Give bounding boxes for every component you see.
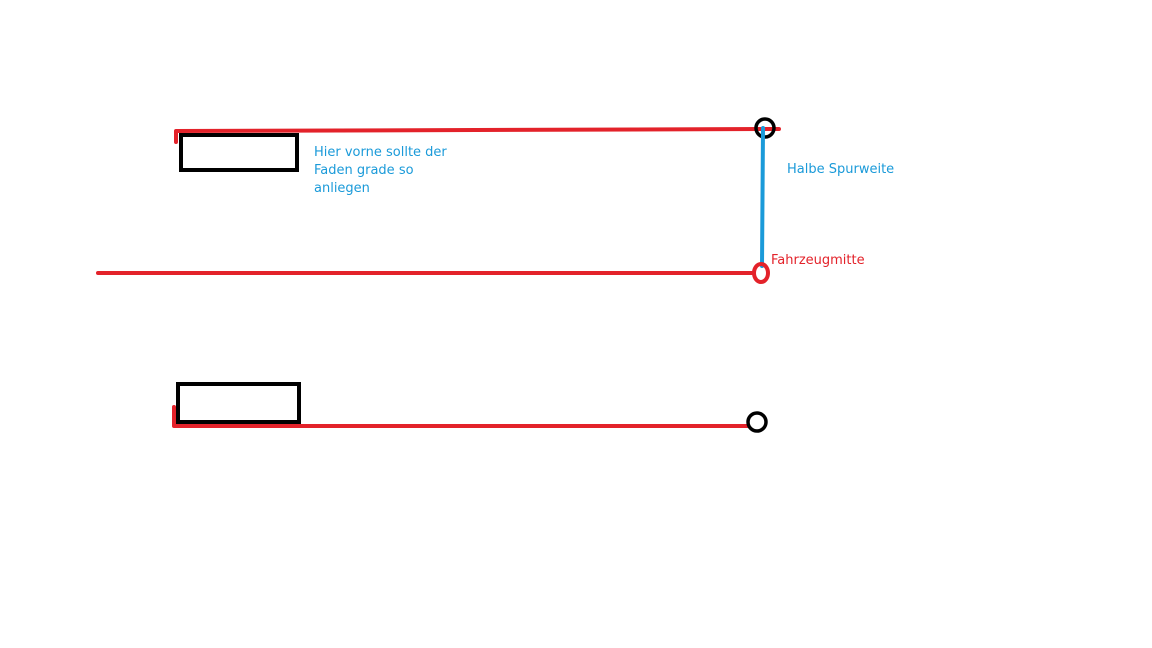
upper-pivot-circle: [754, 117, 776, 139]
lower-pivot-circle: [746, 411, 768, 433]
upper-thread-line: [174, 127, 781, 144]
front-thread-note: Hier vorne sollte der Faden grade so anl…: [314, 145, 447, 196]
half-track-label: Halbe Spurweite: [787, 162, 895, 177]
lower-wheel-block: [176, 382, 301, 424]
lower-thread-line: [172, 405, 750, 428]
vehicle-center-label: Fahrzeugmitte: [771, 253, 865, 268]
upper-wheel-block: [179, 133, 299, 172]
half-track-measure-line: [760, 126, 765, 268]
vehicle-center-circle: [752, 262, 770, 284]
